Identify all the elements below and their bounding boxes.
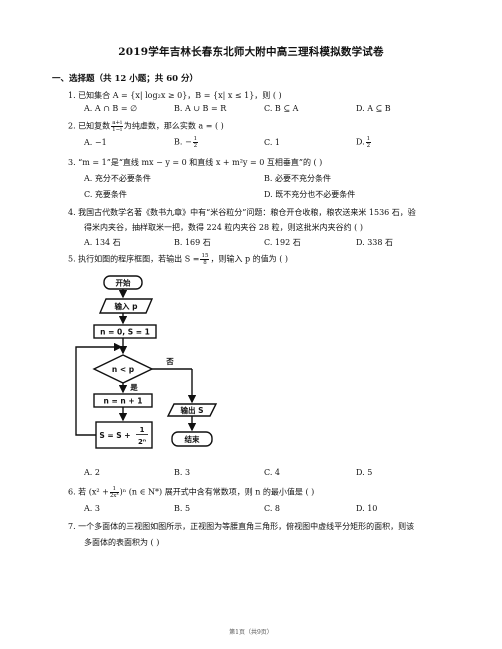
flow-input-box <box>98 298 154 314</box>
flow-update-prefix: S = S + <box>99 431 130 440</box>
section-heading: 一、选择题（共 12 小题；共 60 分） <box>52 74 198 84</box>
q5-text-post: ，则输入 p 的值为 ( ) <box>210 254 288 264</box>
q2-option-b-num: 1 <box>192 136 199 143</box>
q1-option-c: C. B ⊆ A <box>264 104 299 113</box>
q2-option-b-prefix: B. − <box>174 137 192 147</box>
flow-yes-label: 是 <box>129 382 138 392</box>
q5-option-a: A. 2 <box>84 468 100 477</box>
q3-option-b: B. 必要不充分条件 <box>264 174 331 183</box>
q6-text-pre: 6. 若 (x² + <box>68 487 109 497</box>
flow-condition-label: n < p <box>112 365 135 374</box>
q5-fraction-den: 8 <box>203 260 207 266</box>
question-7-line-1: 7. 一个多面体的三视图如图所示，正视图为等腰直角三角形，俯视图中虚线平分矩形的… <box>68 522 415 531</box>
q6-fraction-den: 2x³ <box>109 493 119 499</box>
question-1: 1. 已知集合 A = {x| log₂x ≥ 0}，B = {x| x ≤ 1… <box>68 91 282 100</box>
flow-output-label: 输出 S <box>180 405 203 415</box>
q6-option-d: D. 10 <box>356 504 378 513</box>
flow-init-box <box>93 324 157 339</box>
q4-option-b: B. 169 石 <box>174 238 211 247</box>
q1-option-a: A. A ∩ B = ∅ <box>84 104 138 113</box>
q6-option-a: A. 3 <box>84 504 100 513</box>
q2-option-b-den: 2 <box>193 143 198 149</box>
q5-fraction-num: 15 <box>200 253 210 260</box>
flow-output-box <box>166 403 218 417</box>
question-4-line-1: 4. 我国古代数学名著《数书九章》中有“米谷粒分”问题：粮仓开仓收粮，粮农送来米… <box>68 208 416 217</box>
q4-option-c: C. 192 石 <box>264 238 301 247</box>
q6-option-c: C. 8 <box>264 504 281 513</box>
q3-option-c: C. 充要条件 <box>84 190 127 199</box>
q2-option-d-den: 2 <box>366 143 371 149</box>
flow-end-label: 结束 <box>185 434 200 444</box>
q2-option-a: A. −1 <box>84 138 107 147</box>
flow-update-den: 2ⁿ <box>138 438 146 446</box>
flowchart: 开始 输入 p n = 0, S = 1 n < p 否 是 n = n + 1… <box>75 275 218 449</box>
flow-no-label: 否 <box>165 357 174 366</box>
q5-option-d: D. 5 <box>356 468 373 477</box>
q4-option-a: A. 134 石 <box>84 238 121 247</box>
q5-text-pre: 5. 执行如图的程序框图，若输出 S = <box>68 254 200 264</box>
q3-option-d: D. 既不充分也不必要条件 <box>264 190 356 199</box>
q5-option-b: B. 3 <box>174 468 191 477</box>
q2-option-c: C. 1 <box>264 138 281 147</box>
flow-init-label: n = 0, S = 1 <box>100 328 150 337</box>
q2-fraction-num: a+i <box>111 120 123 127</box>
flow-input-label: 输入 p <box>115 301 139 311</box>
q1-option-b: B. A ∪ B = R <box>174 104 227 113</box>
page-title: 2019学年吉林长春东北师大附中高三理科模拟数学试卷 <box>118 46 384 58</box>
q2-option-d-num: 1 <box>365 136 372 143</box>
page-footer: 第1页（共9页） <box>229 629 273 636</box>
flow-increment-label: n = n + 1 <box>104 397 143 406</box>
q2-fraction-den: 1−i <box>112 127 122 133</box>
q2-text-pre: 2. 已知复数 <box>68 121 111 131</box>
flow-start-label: 开始 <box>116 278 131 288</box>
q3-option-a: A. 充分不必要条件 <box>84 174 151 183</box>
q5-option-c: C. 4 <box>264 468 281 477</box>
q2-option-d-prefix: D. <box>356 137 365 147</box>
q1-option-d: D. A ⊆ B <box>356 104 391 113</box>
question-7-line-2: 多面体的表面积为 ( ) <box>84 538 160 547</box>
q6-fraction-num: 1 <box>109 486 119 493</box>
q2-text-post: 为纯虚数，那么实数 a = ( ) <box>123 121 224 131</box>
question-3: 3. “m = 1”是“直线 mx − y = 0 和直线 x + m²y = … <box>68 158 323 167</box>
q4-option-d: D. 338 石 <box>356 238 394 247</box>
flow-update-num: 1 <box>140 426 145 434</box>
q6-text-post: )ⁿ (n ∈ N*) 展开式中含有常数项，则 n 的最小值是 ( ) <box>119 487 315 497</box>
flow-end-box <box>171 431 213 447</box>
q6-option-b: B. 5 <box>174 504 191 513</box>
question-4-line-2: 得米内夹谷，抽样取米一把，数得 224 粒内夹谷 28 粒，则这批米内夹谷约 (… <box>84 223 363 232</box>
